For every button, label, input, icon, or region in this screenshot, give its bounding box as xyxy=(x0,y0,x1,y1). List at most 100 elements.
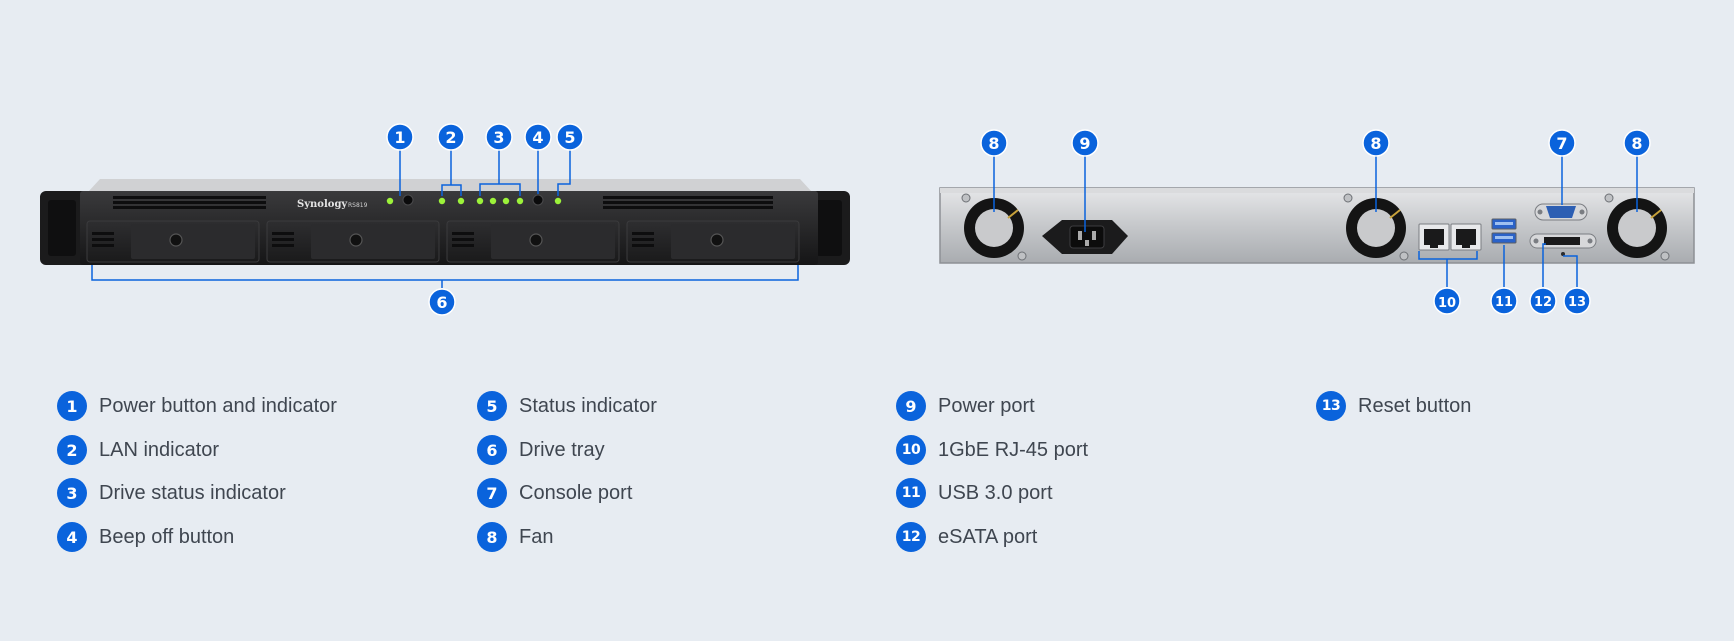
marker-10: 10 xyxy=(1433,287,1461,315)
legend-number: 2 xyxy=(57,435,87,465)
legend-label: eSATA port xyxy=(938,525,1038,548)
console-port[interactable] xyxy=(1534,203,1588,221)
svg-text:7: 7 xyxy=(1556,134,1567,153)
legend-label: Drive tray xyxy=(519,438,605,461)
svg-text:12: 12 xyxy=(1534,295,1552,310)
rear-panel xyxy=(939,187,1695,264)
marker-4: 4 xyxy=(524,123,552,151)
marker-3: 3 xyxy=(485,123,513,151)
drive-tray[interactable] xyxy=(86,220,260,263)
svg-text:6: 6 xyxy=(436,293,447,312)
legend-item: 1 Power button and indicator xyxy=(57,390,337,422)
callout-lines xyxy=(91,150,1638,288)
legend-item: 2 LAN indicator xyxy=(57,434,219,466)
marker-1: 1 xyxy=(386,123,414,151)
status-led xyxy=(554,197,562,205)
power-button[interactable] xyxy=(402,194,414,206)
legend-number: 7 xyxy=(477,478,507,508)
legend-item: 10 1GbE RJ-45 port xyxy=(896,434,1088,466)
marker-2: 2 xyxy=(437,123,465,151)
fan-icon xyxy=(1343,193,1409,261)
legend-number: 11 xyxy=(896,478,926,508)
svg-text:5: 5 xyxy=(564,128,575,147)
fan-icon xyxy=(1604,193,1670,261)
legend-number: 8 xyxy=(477,522,507,552)
svg-text:8: 8 xyxy=(1370,134,1381,153)
front-vent-left xyxy=(113,196,266,209)
front-vent-right xyxy=(603,196,773,209)
legend-label: 1GbE RJ-45 port xyxy=(938,438,1089,461)
legend-number: 9 xyxy=(896,391,926,421)
marker-8: 8 xyxy=(980,129,1008,157)
rj45-port[interactable] xyxy=(1418,223,1450,251)
marker-9: 9 xyxy=(1071,129,1099,157)
drive-led-4 xyxy=(516,197,524,205)
marker-8: 8 xyxy=(1362,129,1390,157)
legend-number: 13 xyxy=(1316,391,1346,421)
legend-label: Status indicator xyxy=(519,394,657,417)
marker-12: 12 xyxy=(1529,287,1557,315)
usb-port[interactable] xyxy=(1491,218,1517,230)
svg-text:8: 8 xyxy=(1631,134,1642,153)
legend-label: USB 3.0 port xyxy=(938,481,1053,504)
fan-icon xyxy=(961,193,1027,261)
legend-label: Power button and indicator xyxy=(99,394,337,417)
svg-text:9: 9 xyxy=(1079,134,1090,153)
legend-label: Power port xyxy=(938,394,1035,417)
rear-chassis-body xyxy=(939,187,1695,264)
legend-number: 1 xyxy=(57,391,87,421)
marker-5: 5 xyxy=(556,123,584,151)
legend-number: 10 xyxy=(896,435,926,465)
legend-label: Drive status indicator xyxy=(99,481,286,504)
lan-led-2 xyxy=(457,197,465,205)
drive-led-1 xyxy=(476,197,484,205)
svg-text:4: 4 xyxy=(532,128,543,147)
marker-7: 7 xyxy=(1548,129,1576,157)
drive-led-2 xyxy=(489,197,497,205)
legend-number: 3 xyxy=(57,478,87,508)
legend-item: 7 Console port xyxy=(477,477,632,509)
svg-text:8: 8 xyxy=(988,134,999,153)
marker-13: 13 xyxy=(1563,287,1591,315)
rj45-port[interactable] xyxy=(1450,223,1482,251)
drive-tray[interactable] xyxy=(266,220,440,263)
esata-port[interactable] xyxy=(1529,233,1597,249)
beep-off-button[interactable] xyxy=(532,194,544,206)
legend-item: 8 Fan xyxy=(477,521,553,553)
svg-text:13: 13 xyxy=(1568,295,1586,310)
marker-11: 11 xyxy=(1490,287,1518,315)
legend-label: Console port xyxy=(519,481,633,504)
legend-label: LAN indicator xyxy=(99,438,220,461)
marker-8: 8 xyxy=(1623,129,1651,157)
marker-6: 6 xyxy=(428,288,456,316)
legend-label: Fan xyxy=(519,525,554,548)
legend-item: 4 Beep off button xyxy=(57,521,234,553)
legend-item: 6 Drive tray xyxy=(477,434,605,466)
drive-tray[interactable] xyxy=(626,220,800,263)
front-panel: Synology RS819 xyxy=(40,179,850,265)
brand-logo: Synology xyxy=(297,199,348,210)
legend-number: 5 xyxy=(477,391,507,421)
svg-text:11: 11 xyxy=(1495,295,1513,310)
drive-tray[interactable] xyxy=(446,220,620,263)
legend-item: 13 Reset button xyxy=(1316,390,1471,422)
legend-item: 5 Status indicator xyxy=(477,390,657,422)
power-inlet[interactable] xyxy=(1042,220,1128,254)
legend-item: 11 USB 3.0 port xyxy=(896,477,1053,509)
power-indicator-led xyxy=(386,197,394,205)
legend-number: 6 xyxy=(477,435,507,465)
legend-label: Reset button xyxy=(1358,394,1472,417)
svg-text:10: 10 xyxy=(1438,296,1456,311)
reset-button[interactable] xyxy=(1561,252,1565,256)
legend-item: 12 eSATA port xyxy=(896,521,1037,553)
drive-led-3 xyxy=(502,197,510,205)
lan-led-1 xyxy=(438,197,446,205)
svg-text:2: 2 xyxy=(445,128,456,147)
usb-port[interactable] xyxy=(1491,232,1517,244)
svg-text:1: 1 xyxy=(394,128,405,147)
legend-number: 12 xyxy=(896,522,926,552)
model-label: RS819 xyxy=(348,202,368,209)
legend-label: Beep off button xyxy=(99,525,235,548)
legend-item: 3 Drive status indicator xyxy=(57,477,286,509)
